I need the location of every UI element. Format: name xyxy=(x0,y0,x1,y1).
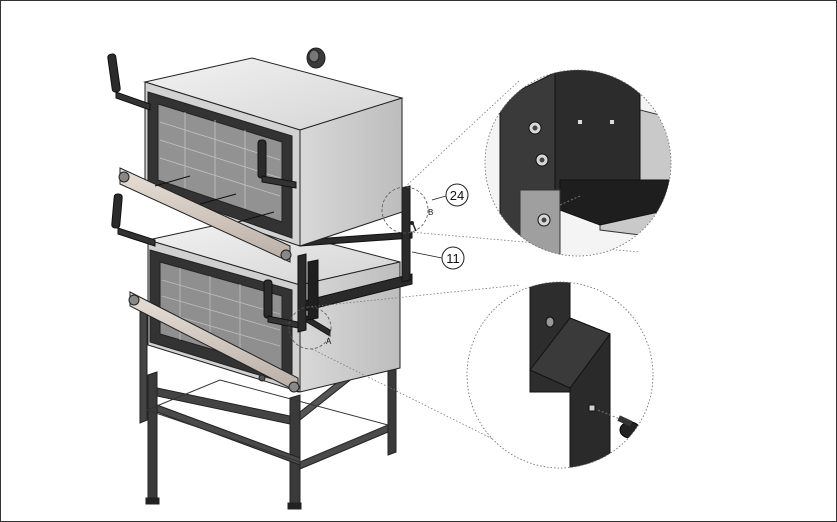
stand-crossbar-front xyxy=(156,387,291,425)
stand-crossbar-rear xyxy=(145,379,390,463)
stand-foot-front-left xyxy=(145,497,160,505)
lower-handle-left-arm xyxy=(117,227,156,247)
detail-view-a xyxy=(466,281,654,469)
detail-a-label: A xyxy=(326,337,332,346)
screw-near-b xyxy=(410,221,417,232)
upper-oven-rail-brackets xyxy=(154,175,275,223)
upper-handle-right-arm xyxy=(261,175,297,189)
stand-crossbar-back xyxy=(299,424,389,470)
upper-oven xyxy=(118,47,404,263)
lower-handle-right-grip xyxy=(263,279,273,319)
callout-24-number: 24 xyxy=(450,188,464,203)
spacer-post-front xyxy=(297,253,307,333)
callout-24: 24 xyxy=(431,183,469,207)
spacer-post-back xyxy=(401,185,411,283)
callout-11: 11 xyxy=(411,246,465,270)
upper-handle-left-arm xyxy=(115,91,151,111)
lower-oven-knob xyxy=(258,374,266,382)
upper-handle-right-grip xyxy=(257,139,267,179)
detail-a-marker xyxy=(288,306,332,350)
lower-oven-handles xyxy=(111,193,299,329)
lower-oven xyxy=(128,219,401,393)
upper-oven-rail-end-left xyxy=(118,171,130,183)
detail-a-square-hole xyxy=(588,404,596,412)
detail-a-hole xyxy=(545,316,555,328)
stand-foot-front-right xyxy=(287,502,302,510)
stand-leg-back-left xyxy=(139,307,148,424)
lower-oven-rail-end-left xyxy=(128,294,140,306)
lower-oven-rail-end-right xyxy=(288,381,300,393)
upper-handle-left-grip xyxy=(107,53,121,93)
upper-oven-glass xyxy=(157,103,283,223)
upper-oven-rail-end-right xyxy=(280,249,292,261)
detail-b-label: B xyxy=(428,208,433,217)
upper-oven-handles xyxy=(107,53,297,189)
stand-leg-front-right xyxy=(289,394,301,509)
spacer-frame-part-11 xyxy=(297,185,413,337)
lower-handle-left-grip xyxy=(111,193,123,229)
callout-11-number: 11 xyxy=(446,251,460,266)
spacer-post-mid xyxy=(307,259,319,321)
detail-view-b xyxy=(484,69,672,257)
detail-leader-lines xyxy=(307,79,641,466)
stand-leg-front-left xyxy=(147,371,158,504)
